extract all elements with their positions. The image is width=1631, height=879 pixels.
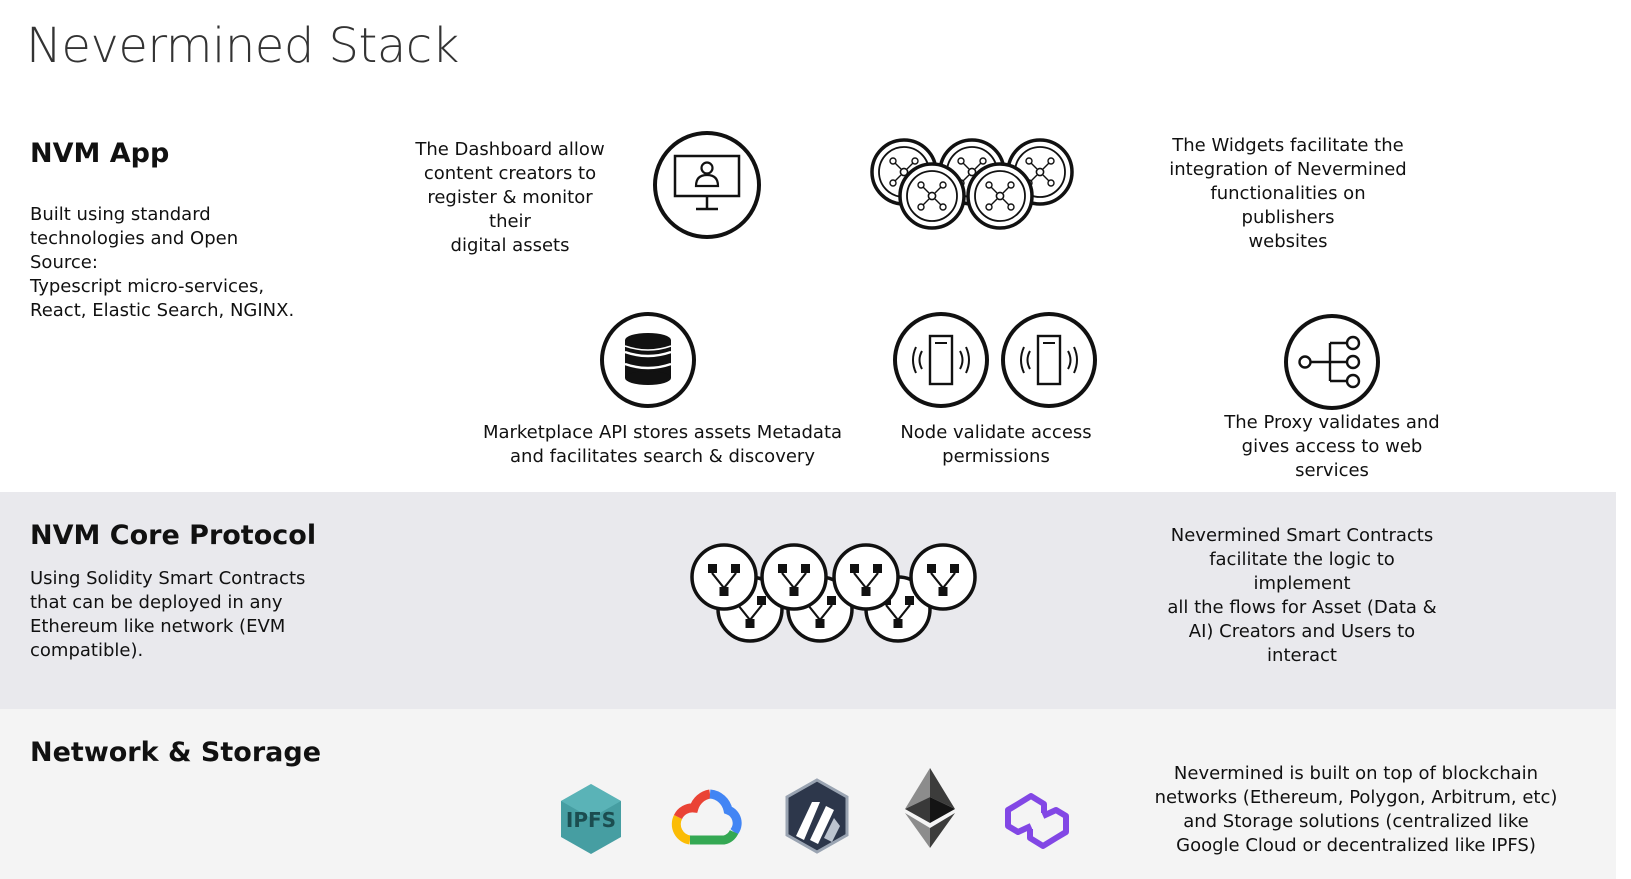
google-cloud-logo	[671, 789, 742, 845]
dashboard-monitor-icon	[653, 131, 761, 239]
core-caption: Nevermined Smart Contracts facilitate th…	[1167, 525, 1437, 666]
app-section-description: Built using standard technologies and Op…	[30, 204, 295, 321]
proxy-caption: The Proxy validates and gives access to …	[1224, 412, 1440, 481]
dashboard-caption: The Dashboard allow content creators to …	[415, 139, 605, 256]
network-section-title: Network & Storage	[30, 737, 322, 768]
widgets-caption: The Widgets facilitate the integration o…	[1169, 135, 1407, 252]
core-section-title: NVM Core Protocol	[30, 520, 317, 551]
server-node-icon	[893, 312, 1097, 408]
proxy-tree-icon	[1284, 314, 1380, 410]
polygon-logo	[1005, 793, 1069, 849]
ethereum-logo	[905, 768, 955, 848]
nvm-app-section	[0, 0, 1616, 492]
arbitrum-logo	[785, 778, 849, 854]
page-title: Nevermined Stack	[26, 18, 459, 74]
network-caption: Nevermined is built on top of blockchain…	[1154, 763, 1558, 856]
node-caption: Node validate access permissions	[900, 422, 1092, 467]
ipfs-logo: IPFS	[561, 784, 621, 854]
database-icon	[600, 312, 696, 408]
smart-contract-icon	[690, 543, 977, 643]
app-section-title: NVM App	[30, 138, 170, 169]
widgets-network-icon	[870, 138, 1074, 230]
core-section-description: Using Solidity Smart Contracts that can …	[30, 568, 306, 661]
ipfs-logo-text: IPFS	[566, 808, 616, 832]
marketplace-caption: Marketplace API stores assets Metadata a…	[482, 422, 843, 467]
